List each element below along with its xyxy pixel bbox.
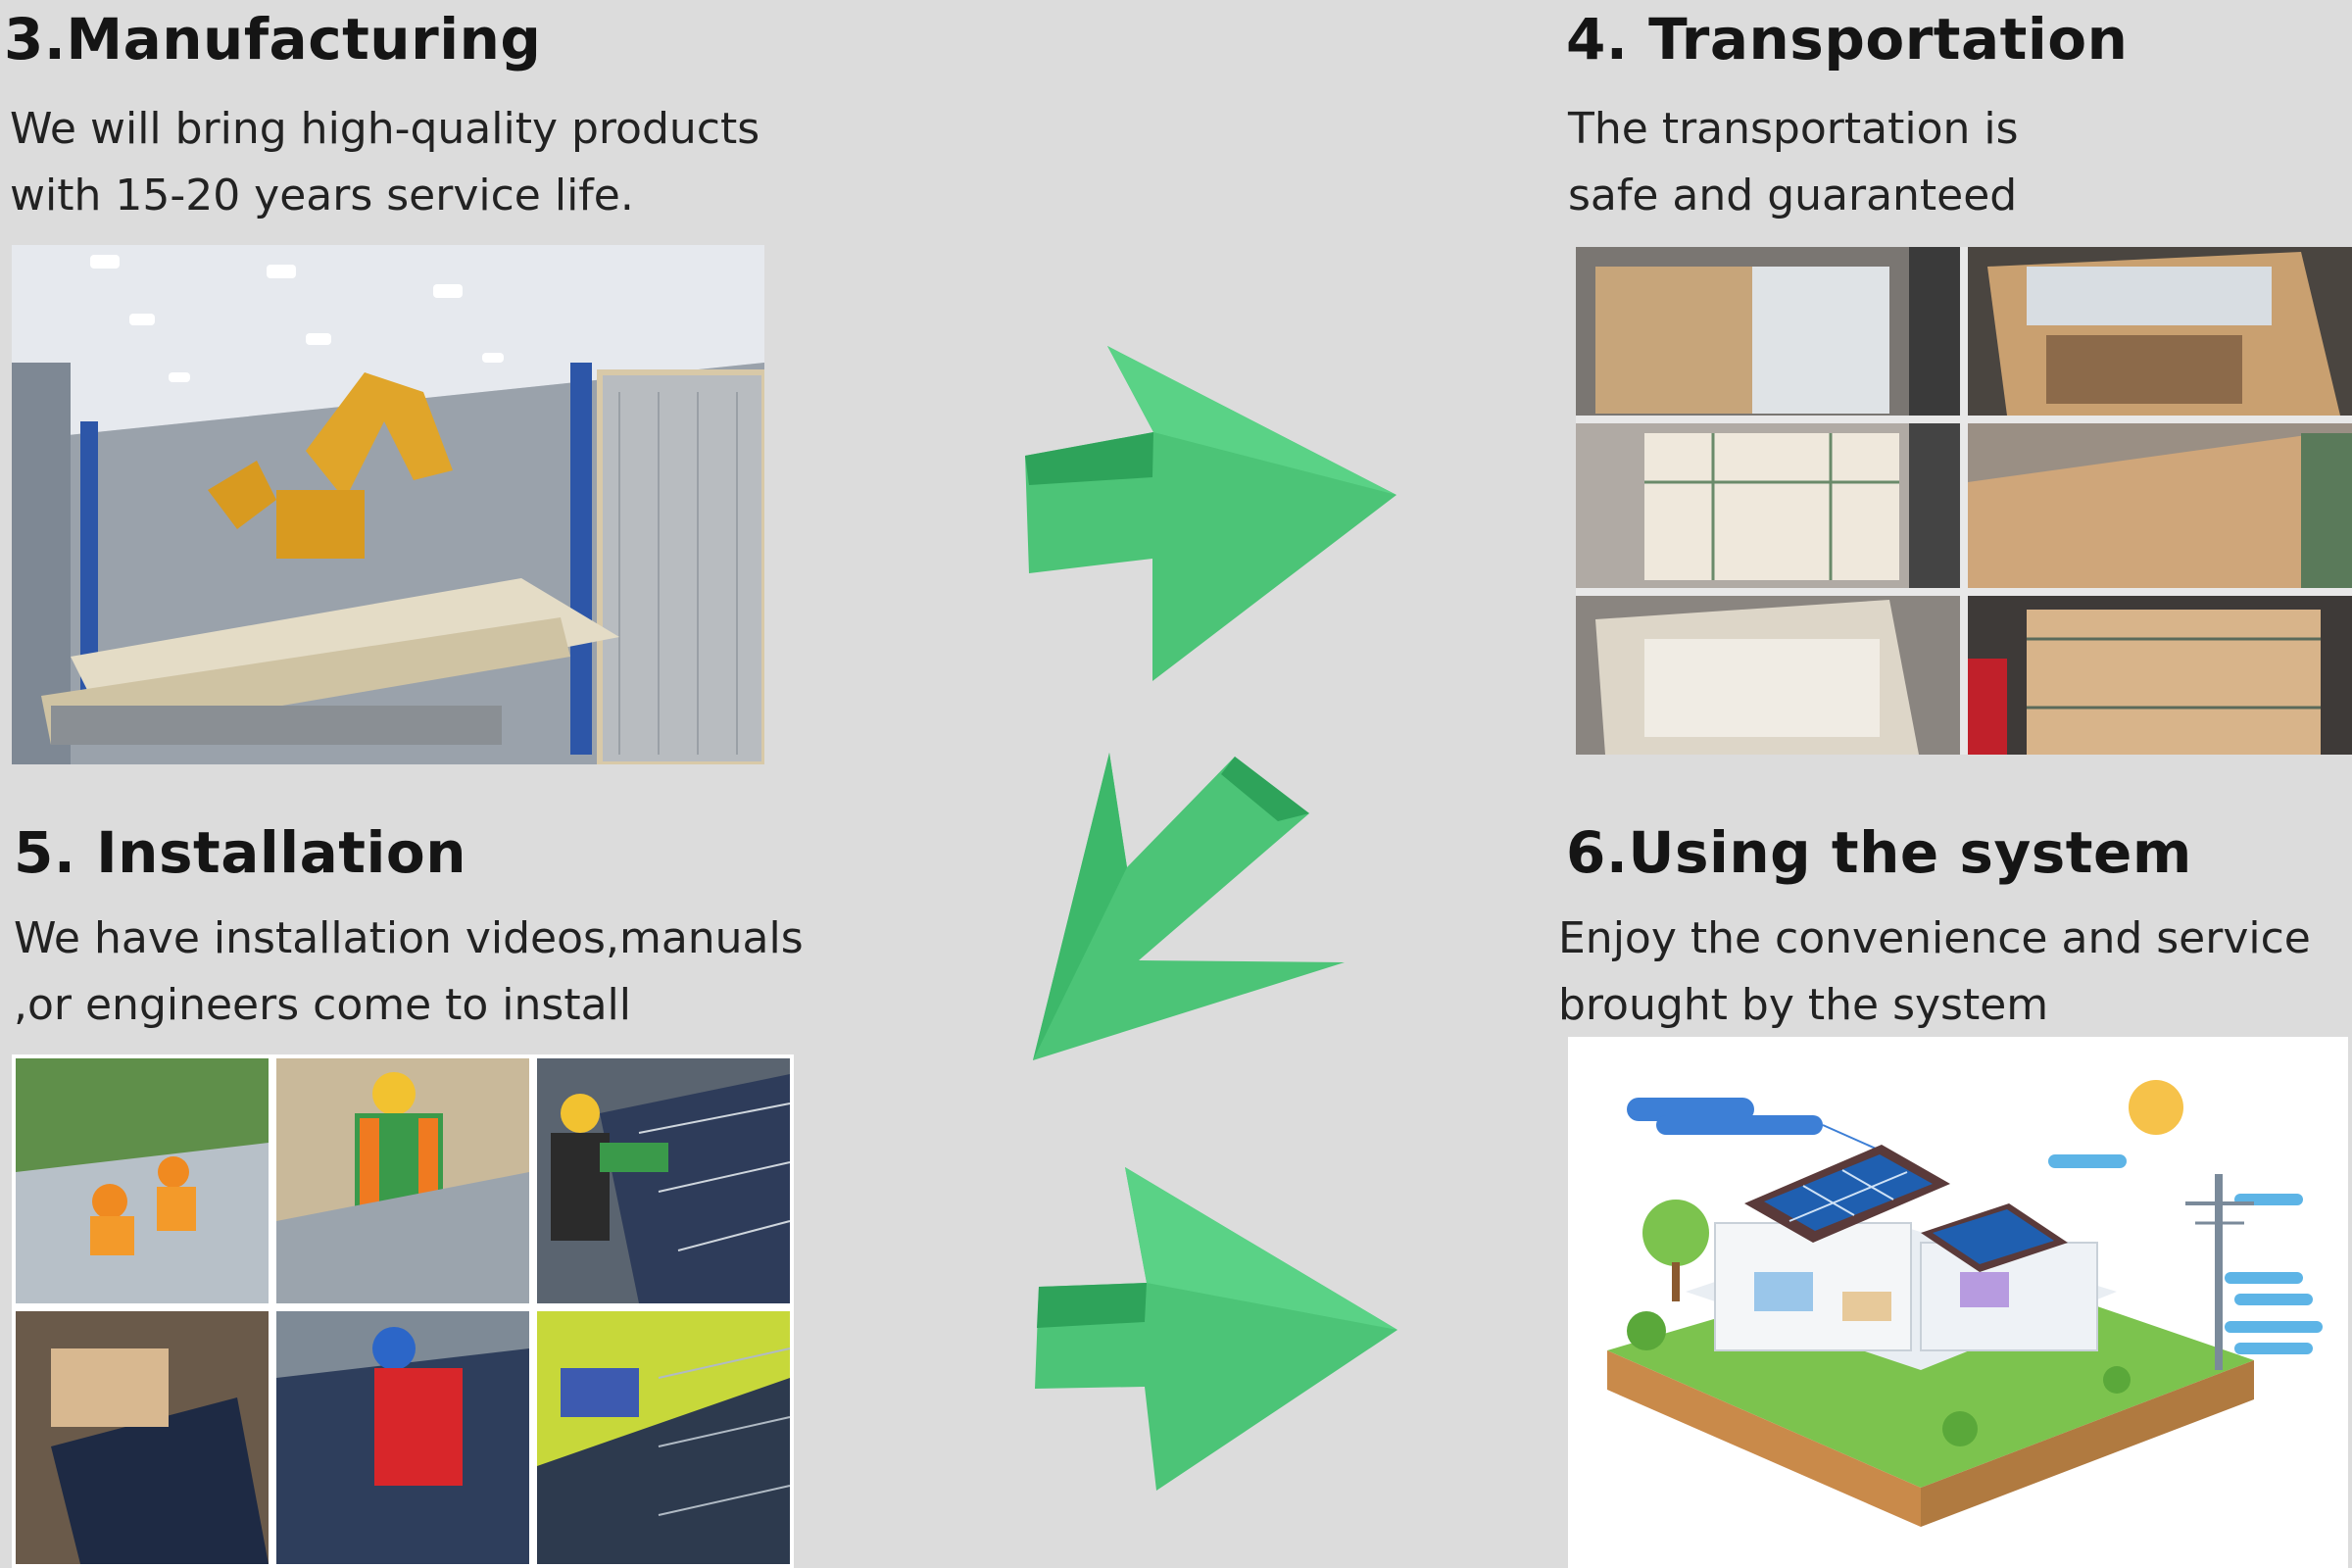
manufacturing-title: 3.Manufacturing [4,6,542,73]
manufacturing-description: We will bring high-quality products with… [10,104,760,220]
using-system-title: 6.Using the system [1566,819,2192,886]
factory-photo [12,245,764,764]
using-system-description: Enjoy the convenience and service brough… [1558,913,2311,1030]
arrow-down-left-icon [1019,745,1352,1068]
arrow-right-icon [1029,1161,1401,1494]
installation-photo-grid [12,1054,794,1568]
solar-house-illustration [1568,1037,2348,1568]
packaging-photo-grid [1576,247,2352,755]
arrow-right-icon [1019,338,1401,691]
transportation-title: 4. Transportation [1566,6,2129,73]
installation-title: 5. Installation [14,819,466,886]
installation-description: We have installation videos,manuals ,or … [14,913,804,1030]
transportation-description: The transportation is safe and guarantee… [1568,104,2019,220]
